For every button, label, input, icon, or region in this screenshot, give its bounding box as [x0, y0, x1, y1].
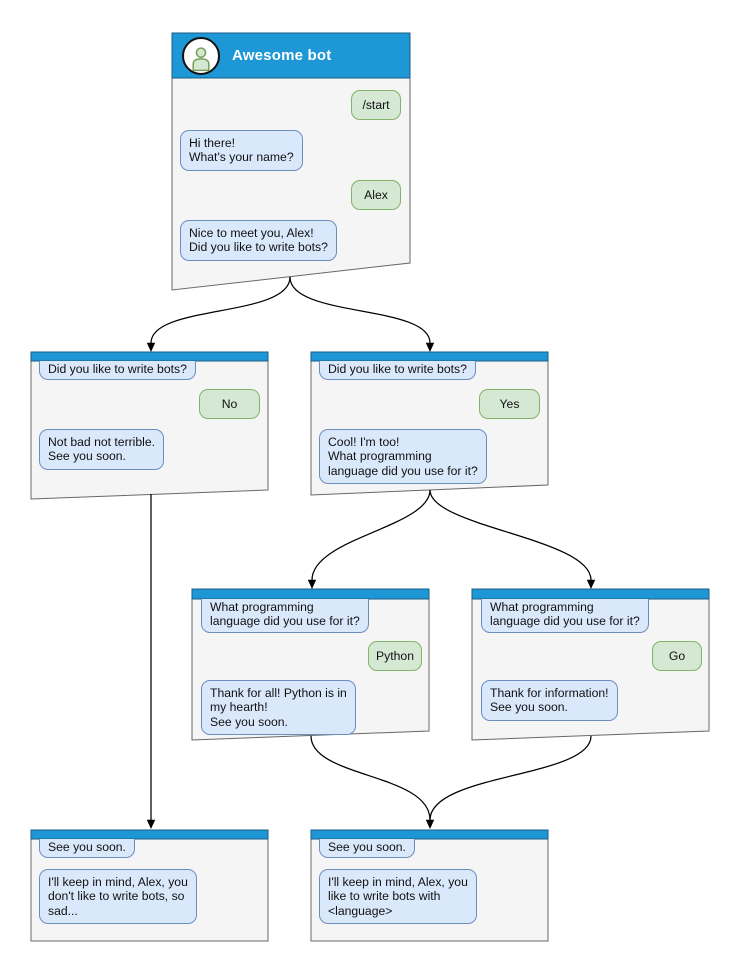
user-message-start: /start: [351, 90, 401, 120]
bot-avatar: [182, 37, 220, 75]
no-branch-question: Did you like to write bots?: [39, 361, 196, 381]
arrowhead-yes-to-python: [307, 579, 317, 589]
person-icon: [192, 47, 210, 72]
edge-yes-to-go: [429, 489, 592, 581]
user-message-name: Alex: [351, 180, 401, 210]
bot-window-title: Awesome bot: [232, 47, 332, 64]
bot-message-question: Nice to meet you, Alex! Did you like to …: [180, 220, 337, 261]
arrowhead-no-to-end-no: [146, 819, 156, 829]
go-branch-answer: Go: [652, 641, 702, 671]
yes-branch-reply: Cool! I'm too! What programming language…: [319, 429, 487, 484]
python-branch-reply: Thank for all! Python is in my hearth! S…: [201, 680, 356, 735]
bot-message-greeting: Hi there! What's your name?: [180, 130, 303, 171]
go-branch-reply: Thank for information! See you soon.: [481, 680, 618, 721]
edge-go-to-end-yes: [429, 735, 592, 821]
yes-branch-answer: Yes: [479, 389, 540, 419]
arrowhead-to-end-yes: [425, 819, 435, 829]
arrowhead-yes-to-go: [586, 579, 596, 589]
edge-python-to-end-yes: [310, 735, 431, 821]
arrowhead-main-to-no: [146, 342, 156, 352]
edge-main-to-no: [150, 276, 291, 344]
python-branch-answer: Python: [368, 641, 422, 671]
go-branch-question: What programming language did you use fo…: [481, 599, 649, 633]
edge-main-to-yes: [289, 276, 431, 344]
yes-branch-question: Did you like to write bots?: [319, 361, 476, 381]
end-no-question: See you soon.: [39, 839, 135, 859]
end-no-reply: I'll keep in mind, Alex, you don't like …: [39, 869, 197, 924]
arrowhead-main-to-yes: [425, 342, 435, 352]
no-branch-answer: No: [199, 389, 260, 419]
end-yes-reply: I'll keep in mind, Alex, you like to wri…: [319, 869, 477, 924]
end-yes-question: See you soon.: [319, 839, 415, 859]
python-branch-question: What programming language did you use fo…: [201, 599, 369, 633]
edge-yes-to-python: [311, 489, 431, 581]
no-branch-reply: Not bad not terrible. See you soon.: [39, 429, 165, 470]
